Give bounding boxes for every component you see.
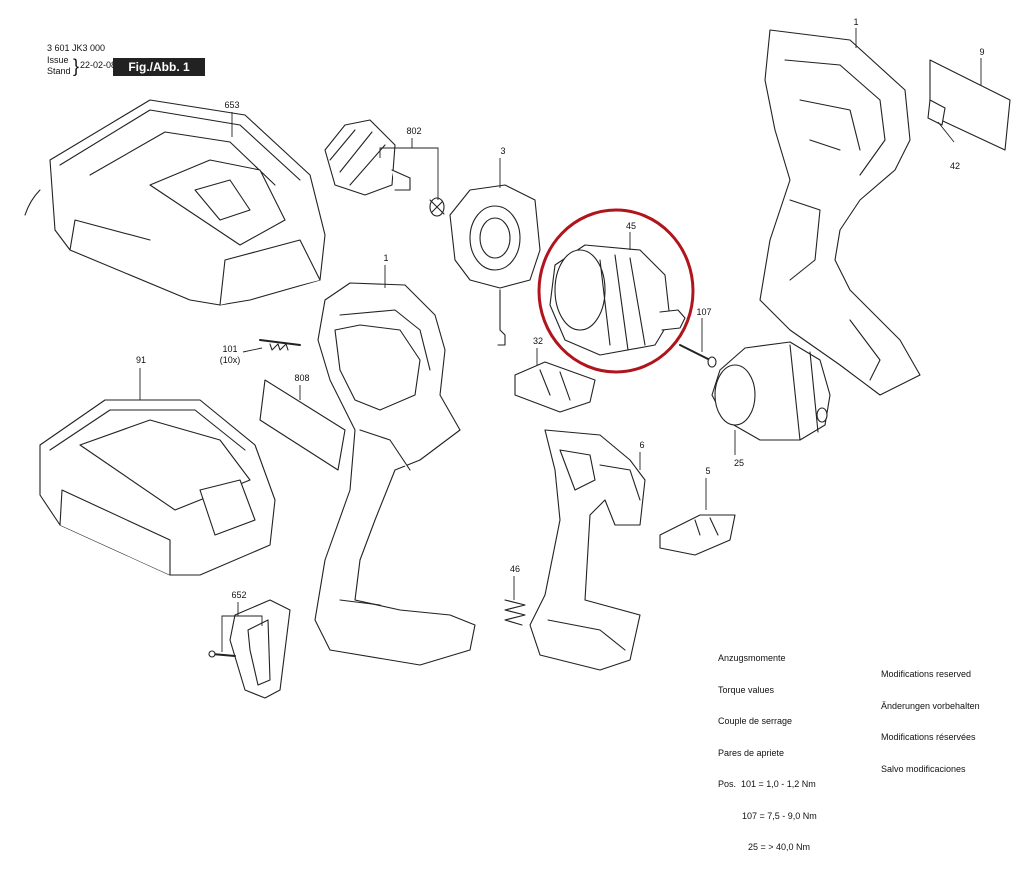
modifications-line: Änderungen vorbehalten [881,700,980,711]
gearbox-part-45 [549,244,717,368]
diagram-drawing: 653 802 3 1 9 42 45 107 1 101 (10x) 808 … [24,17,1011,699]
button-part-5 [659,514,736,556]
callout-42: 42 [950,161,960,171]
motor-armature-part-802 [324,119,445,217]
figure-label: Fig./Abb. 1 [113,58,205,76]
callout-25: 25 [734,458,744,468]
battery-pack-part-91 [39,399,276,576]
callout-101-qty: (10x) [220,355,241,365]
exploded-parts-diagram: 3 601 JK3 000 Issue Stand } 22-02-08 Fig… [24,17,1011,852]
modifications-line: Modifications reserved [881,669,972,679]
modifications-notes: Modifications reserved Änderungen vorbeh… [881,648,980,795]
belt-clip-part-652 [208,599,291,699]
label-part-808 [259,379,346,471]
callout-3: 3 [500,146,505,156]
motor-housing-part-3 [449,184,541,346]
issue-date: 22-02-08 [80,60,117,70]
callout-45: 45 [626,221,636,231]
issue-label: Issue [47,55,69,65]
callout-653: 653 [224,100,239,110]
callout-101: 101 [222,344,237,354]
label-plate-part-9 [927,59,1011,151]
leader-802 [379,138,439,200]
modifications-line: Salvo modificaciones [881,763,966,774]
torque-line: Torque values [718,684,775,695]
leader-101 [242,347,263,353]
leader-42 [937,121,955,143]
callout-107: 107 [696,307,711,317]
brace: } [73,56,80,76]
housing-shell-right-part-1 [759,29,921,396]
callout-6: 6 [639,440,644,450]
chuck-part-25 [711,341,831,441]
torque-row-101: Pos. 101 = 1,0 - 1,2 Nm [718,779,816,789]
housing-shell-left-part-1 [259,282,476,666]
callout-46: 46 [510,564,520,574]
callout-1-mid: 1 [383,253,388,263]
torque-line: Couple de serrage [718,716,793,726]
leader-652 [221,602,263,652]
switch-electronics-part-6 [529,429,646,671]
switch-cover-part-32 [514,361,596,413]
torque-row-25: 25 = > 40,0 Nm [748,842,811,852]
torque-notes: Anzugsmomente Torque values Couple de se… [718,632,817,874]
label-plate-part-42 [927,99,946,126]
callout-91: 91 [136,355,146,365]
callout-1-top: 1 [853,17,858,27]
torque-line: Pares de apriete [718,747,785,758]
callout-32: 32 [533,336,543,346]
stand-label: Stand [47,66,71,76]
modifications-line: Modifications réservées [881,732,976,742]
highlight-ring [537,208,695,374]
charger-part-653 [24,99,326,306]
part-number: 3 601 JK3 000 [47,43,106,53]
torque-line: Anzugsmomente [718,653,786,663]
callout-808: 808 [294,373,309,383]
callout-5: 5 [705,466,710,476]
spring-part-46 [504,599,526,626]
callout-9: 9 [979,47,984,57]
torque-row-107: 107 = 7,5 - 9,0 Nm [742,810,817,821]
callout-652: 652 [231,590,246,600]
callout-802: 802 [406,126,421,136]
